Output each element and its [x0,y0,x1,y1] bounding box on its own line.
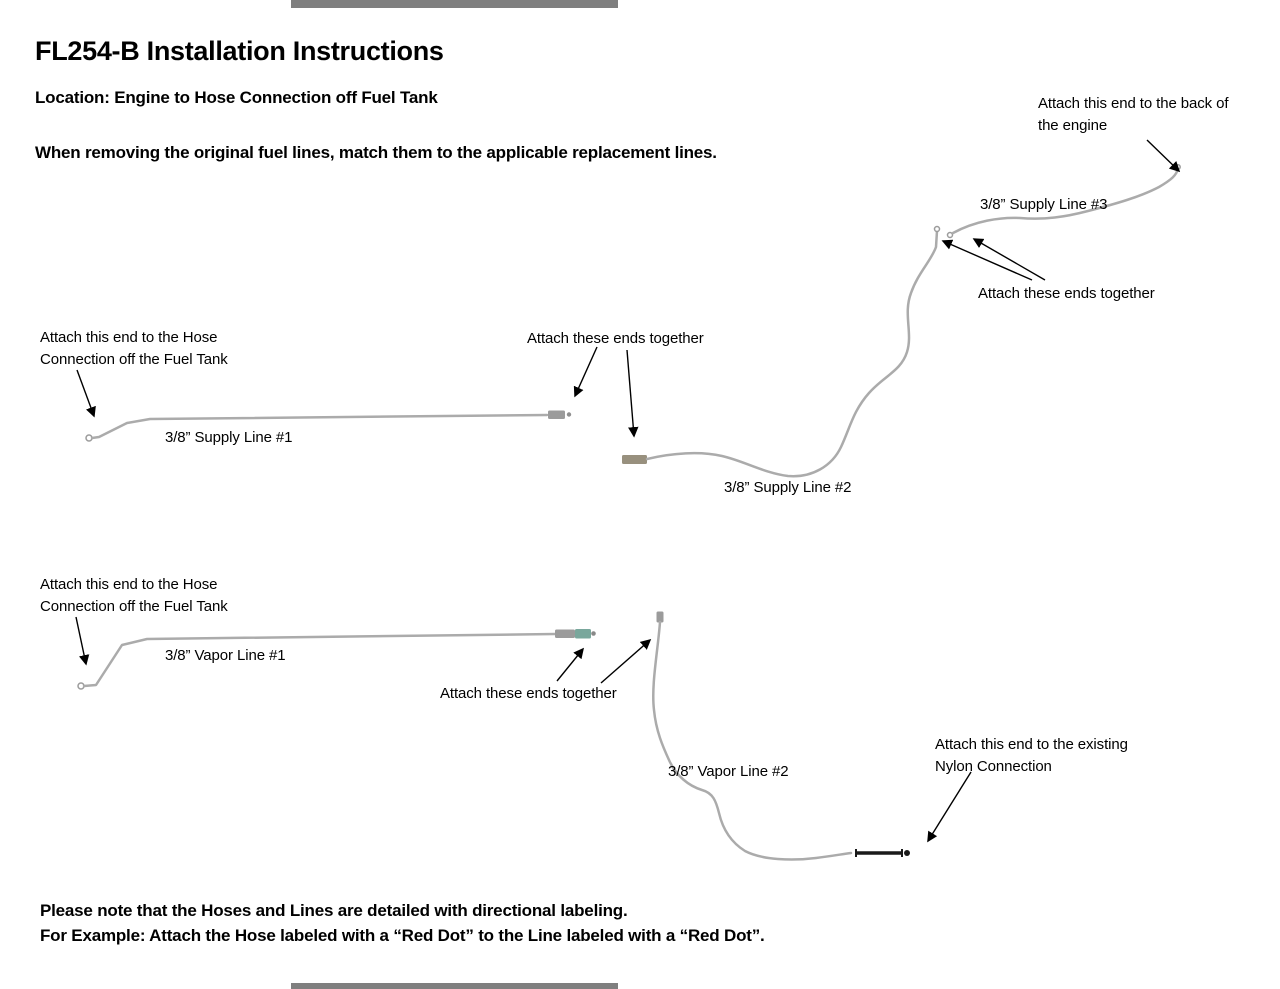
location-line: Location: Engine to Hose Connection off … [35,88,438,107]
supply-line-2-label: 3/8” Supply Line #2 [724,479,852,496]
top-border-bar [291,0,618,8]
arrow-to-vapor1-tank-end [75,616,90,666]
page-title: FL254-B Installation Instructions [35,36,444,66]
arrow-to-supply1-right-end [573,346,598,398]
footer-note-1: Please note that the Hoses and Lines are… [40,901,628,920]
instruction-line: When removing the original fuel lines, m… [35,143,717,162]
arrow-to-nylon-connection-end [927,771,972,843]
arrow-to-supply3-end [972,238,1046,281]
supply-line-1-artwork [85,410,572,442]
footer-note-2: For Example: Attach the Hose labeled wit… [40,926,765,945]
vapor-line-1-artwork [77,629,596,690]
engine-end-note: Attach this end to the back of the engin… [1038,95,1229,134]
vapor-line-1-label: 3/8” Vapor Line #1 [165,647,286,664]
supply-tank-note: Attach this end to the Hose Connection o… [40,329,228,368]
vapor-join-note: Attach these ends together [440,685,617,702]
arrow-to-vapor2-top-end [600,638,652,684]
supply-line-3-label: 3/8” Supply Line #3 [980,196,1108,213]
bottom-border-bar [291,983,618,989]
arrow-to-supply2-top-end [941,239,1033,281]
annotation-arrows [75,139,1181,843]
vapor-line-2-label: 3/8” Vapor Line #2 [668,763,789,780]
supply-join-note-mid: Attach these ends together [527,330,704,347]
arrow-to-engine-end [1146,139,1181,173]
supply-join-note-right: Attach these ends together [978,285,1155,302]
arrow-to-supply1-tank-end [76,369,96,418]
supply-line-2-artwork [622,225,941,478]
supply-line-1-label: 3/8” Supply Line #1 [165,429,293,446]
nylon-connection-note: Attach this end to the existing Nylon Co… [935,736,1128,775]
arrow-to-vapor1-right-end [556,647,584,682]
vapor-line-2-artwork [652,611,910,861]
arrow-to-supply2-left-end [626,349,639,438]
vapor-tank-note: Attach this end to the Hose Connection o… [40,576,228,615]
